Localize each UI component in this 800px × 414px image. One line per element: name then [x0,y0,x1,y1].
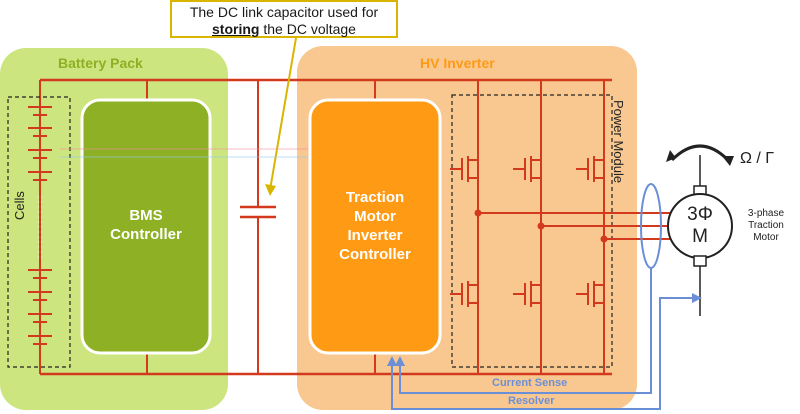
motor-caption-line-2: Traction [748,220,784,231]
rotation-label: Ω / Γ [740,150,775,167]
bms-label: BMS Controller [82,206,210,244]
controller-label-line-3: Inverter [347,227,403,244]
callout-line-1: The DC link capacitor used for [189,4,379,20]
motor-symbol: 3Φ M [668,204,732,248]
cells-label: Cells [12,191,27,220]
motor-caption-line-1: 3-phase [747,208,785,219]
hv-inverter-title: HV Inverter [420,55,495,71]
callout-bold-word: storing [212,21,260,37]
callout-line-2: the DC voltage [259,21,356,37]
switch-low-c [576,281,604,307]
switch-high-c [576,156,604,182]
switch-low-b [513,281,541,307]
controller-label-line-2: Motor [354,208,396,225]
controller-label-line-1: Traction [345,189,405,206]
switch-high-b [513,156,541,182]
traction-controller-block [308,98,442,355]
current-sense-label: Current Sense [492,377,568,389]
controller-label: Traction Motor Inverter Controller [310,188,440,264]
current-sense-line [399,268,652,394]
resolver-line [391,297,700,410]
rotation-arrow-icon [670,144,730,162]
bms-label-line-1: BMS [129,207,163,224]
battery-pack-title: Battery Pack [58,55,143,71]
capacitor-callout: The DC link capacitor used for storing t… [170,0,398,38]
power-module-label: Power Module [611,100,626,184]
callout-pointer [269,37,297,191]
cell-stack [28,106,52,345]
cells-box [7,96,71,368]
motor-symbol-line-2: M [692,226,708,247]
switch-high-a [450,156,478,182]
motor-symbol-line-1: 3Φ [687,204,713,225]
bms-label-line-2: Controller [110,226,182,243]
controller-label-line-4: Controller [339,246,411,263]
bms-controller-block [80,98,212,355]
motor-caption-line-3: Motor [753,232,779,243]
power-module-box [451,94,613,368]
switch-low-a [450,281,478,307]
resolver-label: Resolver [508,395,555,407]
motor-caption: 3-phase Traction Motor [738,208,794,244]
